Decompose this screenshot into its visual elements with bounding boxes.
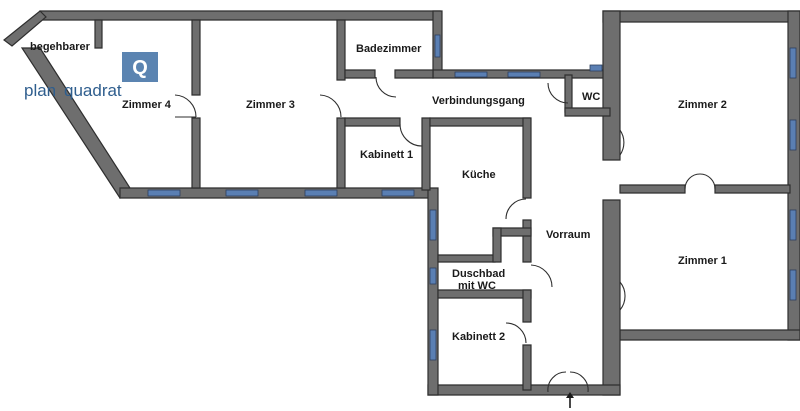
wall-zimmer3-kab1 [336,117,346,189]
wall-zimmer4-3-lower [191,117,201,189]
room-label-begehbarer: begehbarer [30,41,91,53]
wall-right-wing-left [602,10,621,161]
room-label-zimmer3: Zimmer 3 [246,99,295,111]
wall-left-diagonal [20,47,131,199]
wall-top-left [39,10,441,21]
room-label-verbindungsgang: Verbindungsgang [432,95,525,107]
door-dusch [530,264,553,288]
logo-word-quadrat: quadrat [64,81,122,100]
room-label-duschbad-sub: mit WC [458,280,496,292]
wall-right-outer [787,10,800,341]
wall-right-top [602,10,800,23]
window-1 [147,189,181,197]
window-13 [429,209,437,241]
window-9 [789,47,797,79]
wall-zimmer2-1b [714,184,791,194]
arrow-up-icon [566,392,574,408]
room-label-duschbad: Duschbad [452,268,505,280]
wall-kab2-right2 [522,344,532,391]
wall-kueche-right2 [522,219,532,263]
door-zimmer2 [619,129,625,156]
window-12 [789,269,797,301]
window-4 [381,189,415,197]
wall-right-bottom [619,329,800,341]
window-7 [507,71,541,78]
wall-kueche-bottom [437,254,496,263]
wall-bad-bottom2 [394,69,434,79]
window-11 [789,209,797,241]
room-label-kabinett2: Kabinett 2 [452,331,505,343]
room-label-wc: WC [582,91,600,103]
window-10 [789,119,797,151]
room-label-zimmer2: Zimmer 2 [678,99,727,111]
wall-bad-bottom [344,69,376,79]
wall-begehbarer [94,19,103,49]
logo-word-plan: plan [24,81,56,100]
room-label-vorraum: Vorraum [546,229,591,241]
door-kab1 [399,123,423,147]
window-14 [429,267,437,285]
room-label-zimmer1: Zimmer 1 [678,255,727,267]
window-6 [454,71,488,78]
logo-mark-box [122,52,158,82]
door-zimmer4-3 [174,94,197,118]
wall-kab1-right [421,117,431,191]
wall-kab1-top [344,117,401,127]
wall-dusch-left [492,227,502,263]
window-3 [304,189,338,197]
logo-mark-letter: Q [132,57,148,79]
window-15 [429,329,437,361]
room-label-kabinett1: Kabinett 1 [360,149,413,161]
wall-kueche-top [429,117,531,127]
wall-wc-bottom [564,107,611,117]
door-bad [375,76,397,98]
room-label-badezimmer: Badezimmer [356,43,422,55]
wall-zimmer4-3 [191,19,201,96]
room-label-kueche: Küche [462,169,496,181]
room-label-zimmer4: Zimmer 4 [122,99,172,111]
window-8 [589,64,603,72]
door-kueche [505,198,527,220]
wall-kueche-right [522,117,532,199]
wall-kab2-right [522,289,532,323]
wall-top-left-corner [3,10,47,47]
wall-wc-left [564,74,573,113]
door-zimmer2-1 [684,173,716,190]
logo: Q plan quadrat [24,52,158,100]
door-zimmer1 [619,281,626,311]
door-zimmer3-corridor [319,94,342,118]
door-kab2 [505,322,527,344]
wall-zimmer3-bad [336,19,346,81]
wall-right-wing-left2 [602,199,621,396]
window-5 [434,34,441,58]
window-2 [225,189,259,197]
door-entrance [547,371,589,393]
wall-zimmer2-1 [619,184,686,194]
door-wc [547,82,569,104]
